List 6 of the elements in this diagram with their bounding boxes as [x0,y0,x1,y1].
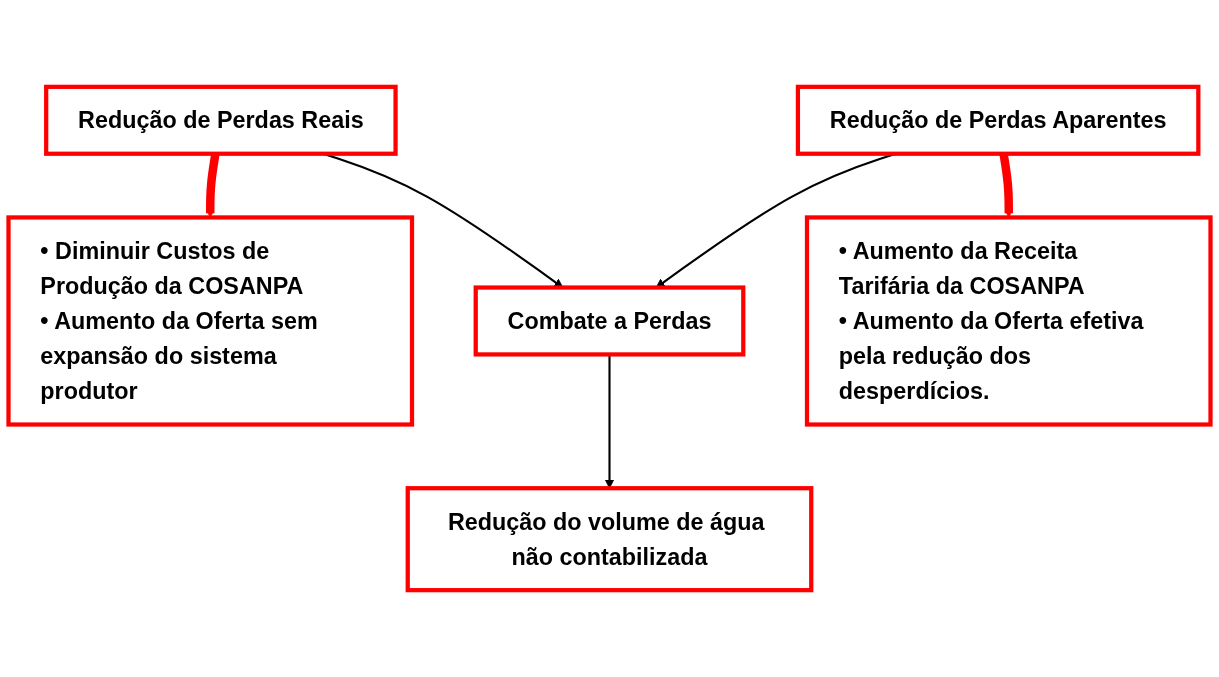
node-box: Redução de Perdas Aparentes [795,84,1201,156]
node-box: Redução do volume de água não contabilizada [405,486,814,593]
node-box: Combate a Perdas [473,285,746,357]
node-box: Redução de Perdas Reais [44,84,398,156]
node-box: • Aumento da Receita Tarifária da COSANPA • Aumento da Oferta efetiva pela redução dos desperdícios. [804,215,1213,427]
node-box: • Diminuir Custos de Produção da COSANPA • Aumento da Oferta sem expansão do sistema produtor [6,215,415,427]
